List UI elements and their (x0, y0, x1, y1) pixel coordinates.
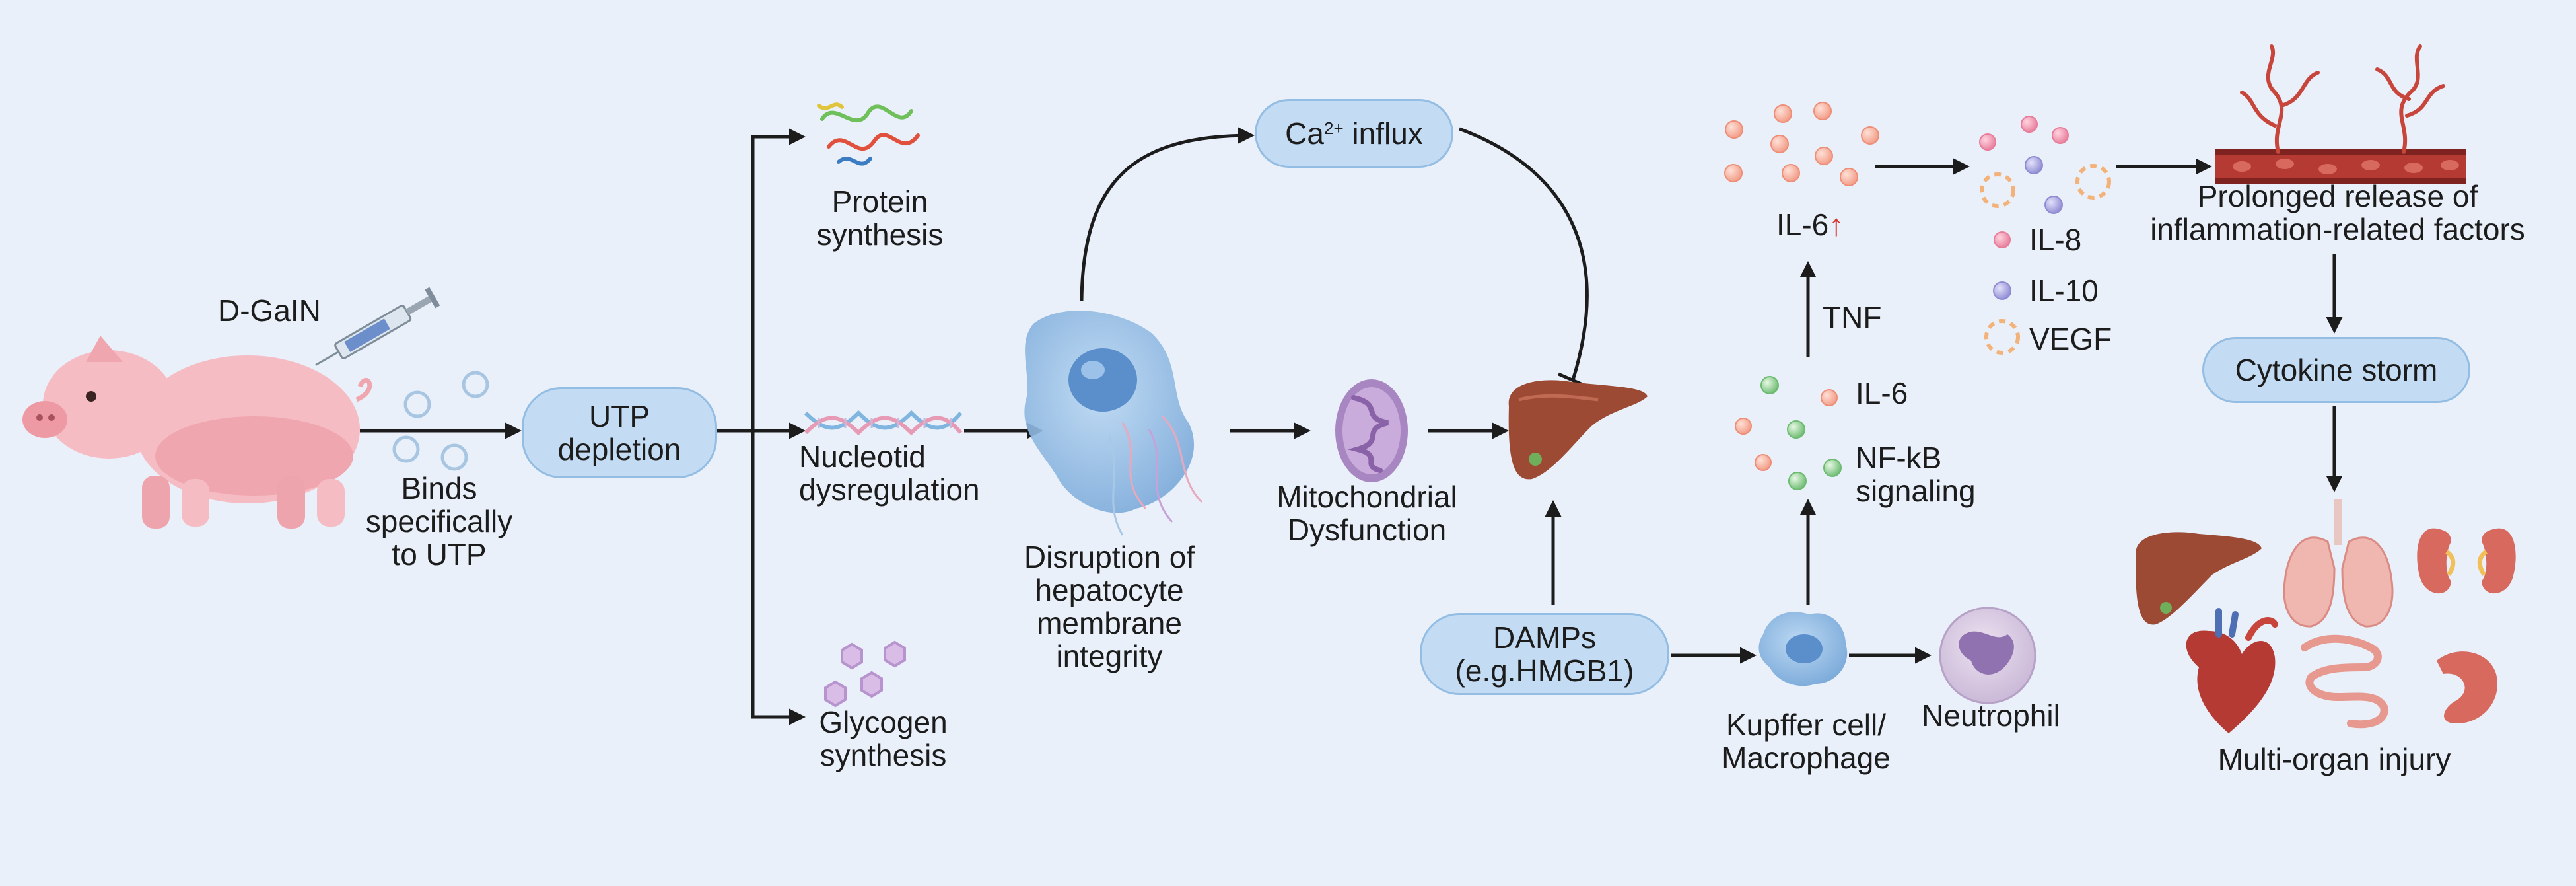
organ-lungs-icon (2283, 499, 2394, 628)
organ-kidneys-icon (2417, 528, 2516, 594)
damps-node: DAMPs (e.g.HMGB1) (1420, 613, 1669, 695)
arrows (360, 127, 2343, 725)
hepatocyte-disrupted-icon (1024, 311, 1203, 536)
arrow-membrane-to-calcium (1080, 127, 1255, 301)
nucleotid-dysregulation-label: Nucleotid dysregulation (799, 439, 980, 507)
membrane-disruption-label: Disruption of hepatocyte membrane integr… (1024, 540, 1195, 673)
prolonged-release-label: Prolonged release of inflammation-relate… (2150, 179, 2525, 246)
il6-increase-label: IL-6↑ (1776, 207, 1844, 242)
liver-icon (1508, 380, 1648, 480)
nfkb-signaling-label: NF-kB signaling (1856, 441, 1976, 508)
organ-liver-icon (2136, 532, 2262, 625)
inhibit-calcium-to-liver (1459, 127, 1589, 381)
neutrophil-icon (1939, 607, 2036, 704)
neutrophil-label: Neutrophil (1922, 698, 2060, 733)
protein-synthesis-label: Protein synthesis (816, 184, 944, 252)
nfkb-dots (1735, 376, 1842, 490)
legend-symbols (1984, 231, 2020, 355)
dgain-molecules (392, 371, 489, 471)
legend-il10-label: IL-10 (2029, 274, 2099, 308)
kupffer-cell-icon (1758, 612, 1848, 686)
il6-dots (1724, 102, 1879, 186)
legend-il10-dot (1993, 281, 2011, 300)
mitochondrial-dysfunction-label: Mitochondrial Dysfunction (1276, 480, 1457, 547)
glycogen-molecules-icon (824, 640, 906, 708)
organ-intestine-icon (2301, 634, 2388, 729)
legend-il8-dot (1994, 231, 2011, 248)
legend-vegf-ring (1984, 319, 2020, 355)
tnf-label: TNF (1823, 300, 1882, 334)
il6-label: IL-6 (1856, 376, 1908, 410)
mitochondrion-icon (1335, 379, 1408, 482)
organ-stomach-icon (2437, 651, 2497, 723)
legend-il8-label: IL-8 (2029, 223, 2082, 257)
binds-label: Binds specifically to UTP (365, 471, 513, 572)
glycogen-synthesis-label: Glycogen synthesis (819, 705, 948, 772)
kupffer-macrophage-label: Kupffer cell/ Macrophage (1722, 708, 1891, 775)
utp-depletion-node: UTP depletion (522, 387, 717, 478)
cytokine-storm-node: Cytokine storm (2202, 337, 2470, 403)
organ-heart-icon (2186, 608, 2278, 733)
dgain-label: D-GaIN (218, 293, 321, 328)
cytokine-cluster (1979, 116, 2111, 214)
branch-connector (751, 135, 796, 719)
multi-organ-injury-label: Multi-organ injury (2217, 742, 2451, 776)
legend-vegf-label: VEGF (2029, 322, 2112, 356)
blood-vessel-icon (2215, 44, 2466, 184)
dna-helix-icon (804, 410, 963, 436)
syringe-icon (315, 287, 440, 366)
protein-structure-icon (817, 102, 920, 166)
pig-illustration (22, 336, 372, 529)
up-arrow-icon: ↑ (1828, 207, 1844, 242)
